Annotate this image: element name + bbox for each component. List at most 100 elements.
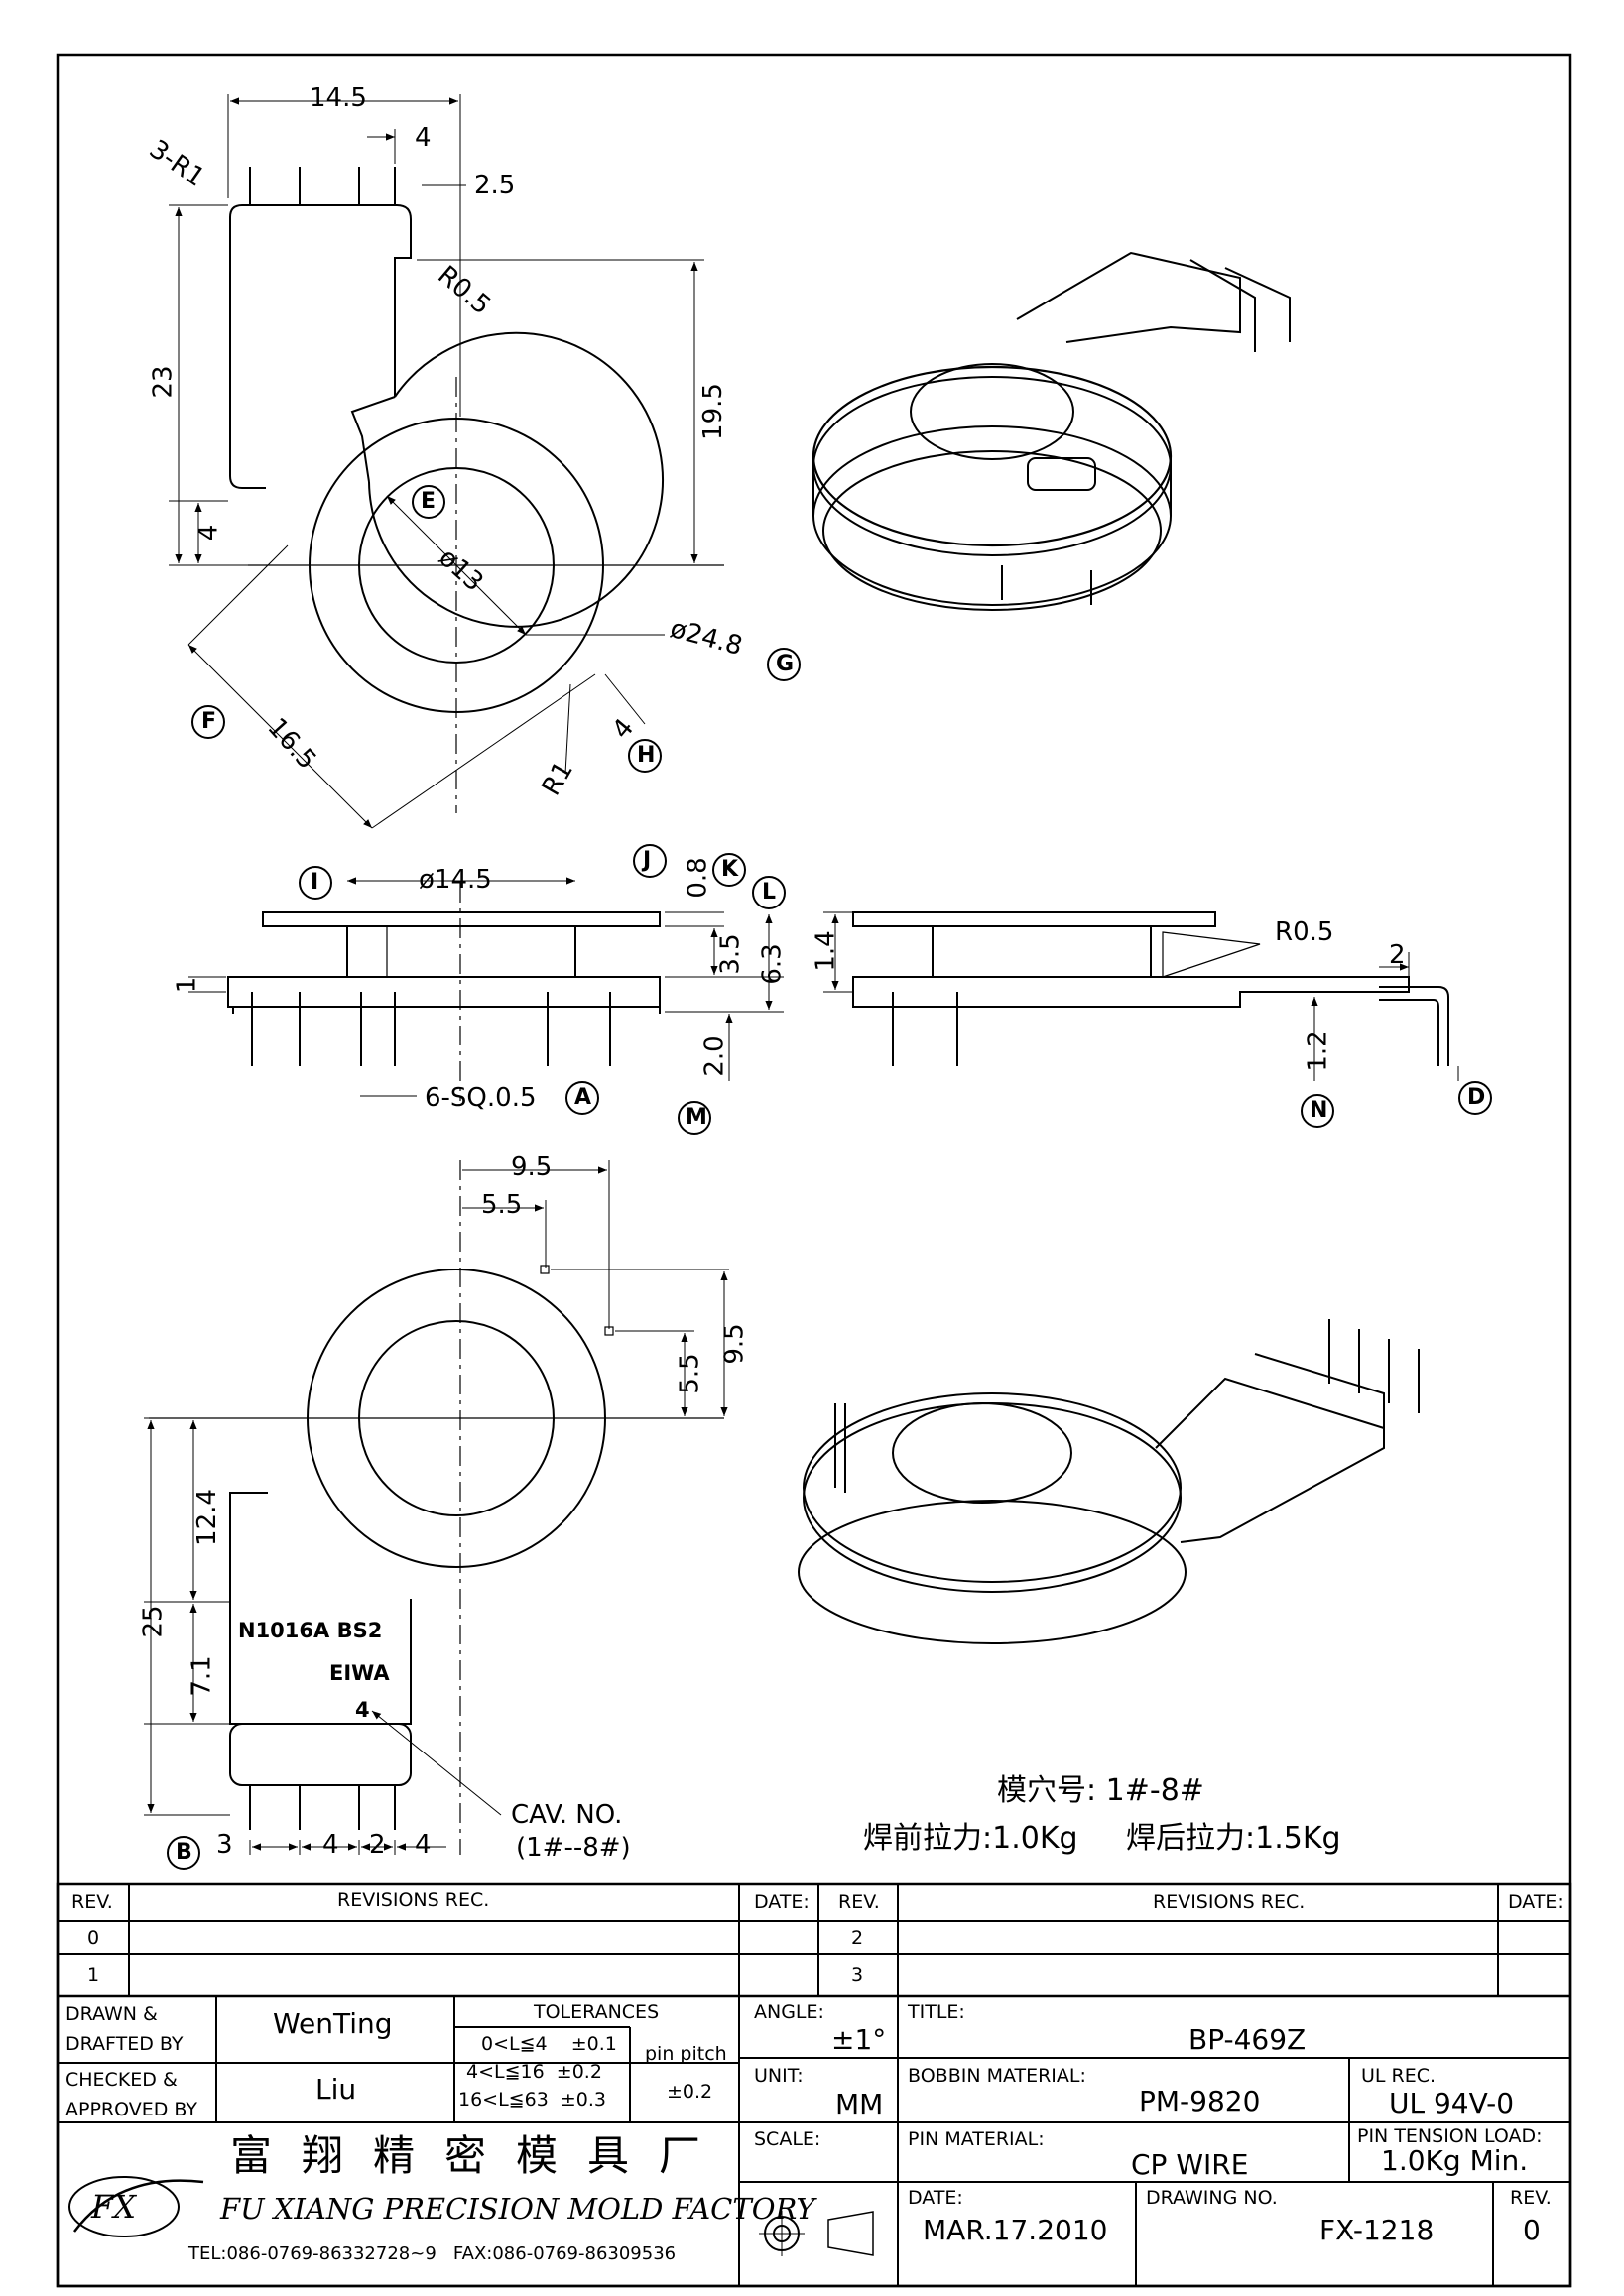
ul-value: UL 94V-0: [1389, 2087, 1515, 2119]
circle-label-n: N: [1310, 1098, 1328, 1123]
drawn-label: DRAWN & DRAFTED BY: [65, 2003, 184, 2055]
pin-pitch-label: pin pitch: [645, 2043, 727, 2065]
revisions-header-right: REVISIONS REC.: [1153, 1891, 1306, 1913]
rev-row-1: 1: [87, 1964, 100, 1986]
company-contact: TEL:086-0769-86332728~9 FAX:086-0769-863…: [188, 2243, 677, 2264]
dim-bottom-4b: 4: [415, 1830, 432, 1860]
tolerance-row-3: 16<L≦63 ±0.3: [458, 2089, 606, 2111]
dim-front-1: 1: [172, 976, 202, 994]
bobbin-value: PM-9820: [1139, 2085, 1261, 2117]
front-view: [188, 844, 786, 1135]
dim-front-2-0: 2.0: [699, 1035, 730, 1077]
marking-line-1: N1016A BS2: [238, 1619, 383, 1642]
dim-side-1-4: 1.4: [811, 930, 841, 972]
dim-front-0-8: 0.8: [683, 857, 713, 899]
iso-view-top: [812, 251, 1291, 611]
bobbin-label: BOBBIN MATERIAL:: [908, 2065, 1086, 2087]
dim-top-width: 14.5: [310, 83, 367, 113]
dim-top-2-5: 2.5: [474, 171, 516, 200]
drawn-by-value: WenTing: [273, 2007, 393, 2040]
dim-side-r0-5: R0.5: [1275, 917, 1334, 947]
dim-front-6-3: 6.3: [757, 943, 788, 985]
dim-top-4: 4: [415, 123, 432, 153]
unit-label: UNIT:: [754, 2065, 804, 2087]
checked-by-value: Liu: [315, 2073, 357, 2106]
ul-label: UL REC.: [1361, 2065, 1437, 2087]
circle-label-k: K: [721, 857, 739, 882]
note-pull-before: 焊前拉力:1.0Kg: [863, 1821, 1078, 1856]
company-name-cn: 富翔精密模具厂: [230, 2131, 731, 2180]
tolerance-row-1: 0<L≦4 ±0.1: [481, 2033, 617, 2055]
dim-bottom-25: 25: [138, 1605, 169, 1638]
dim-top-3-r1: 3-R1: [143, 134, 210, 193]
tolerance-row-2: 4<L≦16 ±0.2: [466, 2061, 602, 2083]
circle-label-i: I: [311, 870, 319, 895]
dim-top-dia24-8: ø24.8: [667, 613, 746, 663]
title-block: [56, 1882, 1572, 2288]
dim-front-6-sq: 6-SQ.0.5: [425, 1083, 537, 1113]
circle-label-f: F: [201, 709, 217, 734]
rev-header-mid: REV.: [838, 1891, 880, 1913]
tension-value: 1.0Kg Min.: [1381, 2144, 1529, 2177]
dim-bottom-12-4: 12.4: [191, 1489, 222, 1546]
circle-label-j: J: [643, 848, 652, 873]
date-header-right: DATE:: [1508, 1891, 1563, 1913]
dim-top-23: 23: [148, 365, 179, 399]
dim-bottom-5-5b: 5.5: [675, 1353, 705, 1394]
revisions-header-left: REVISIONS REC.: [337, 1889, 490, 1911]
angle-value: ±1°: [831, 2023, 887, 2056]
dim-top-4c: 4: [606, 713, 641, 745]
dim-bottom-9-5: 9.5: [511, 1152, 553, 1182]
dim-front-dia14-5: ø14.5: [419, 865, 492, 895]
pin-material-value: CP WIRE: [1131, 2148, 1249, 2181]
circle-label-h: H: [637, 743, 656, 768]
rev-value: 0: [1523, 2214, 1541, 2246]
fx-logo: [68, 2176, 204, 2237]
tension-label: PIN TENSION LOAD:: [1357, 2125, 1543, 2147]
dim-top-19-5: 19.5: [697, 383, 728, 440]
title-label: TITLE:: [908, 2001, 965, 2023]
circle-label-m: M: [686, 1105, 707, 1130]
note-pull-after: 焊后拉力:1.5Kg: [1126, 1821, 1341, 1856]
dim-top-r0-5: R0.5: [432, 260, 497, 321]
rev-row-2: 2: [851, 1927, 864, 1949]
side-view: [823, 911, 1492, 1128]
scale-label: SCALE:: [754, 2128, 821, 2150]
dim-bottom-5-5: 5.5: [481, 1190, 523, 1220]
circle-label-g: G: [776, 652, 795, 676]
dim-bottom-9-5b: 9.5: [719, 1323, 750, 1365]
circle-label-d: D: [1467, 1085, 1486, 1110]
pin-material-label: PIN MATERIAL:: [908, 2128, 1045, 2150]
date-label: DATE:: [908, 2187, 963, 2209]
circle-label-b: B: [176, 1840, 192, 1865]
angle-label: ANGLE:: [754, 2001, 824, 2023]
dim-bottom-7-1: 7.1: [187, 1655, 217, 1697]
dim-top-4b: 4: [193, 524, 224, 542]
date-value: MAR.17.2010: [923, 2214, 1108, 2246]
circle-label-a: A: [574, 1085, 592, 1110]
dim-bottom-4: 4: [322, 1830, 339, 1860]
unit-value: MM: [835, 2088, 884, 2120]
drawing-no-value: FX-1218: [1319, 2214, 1435, 2246]
circle-label-l: L: [762, 880, 777, 905]
bottom-view: [144, 1160, 729, 1870]
circle-label-e: E: [421, 489, 437, 514]
dim-top-r1: R1: [536, 756, 579, 801]
rev-row-3: 3: [851, 1964, 864, 1986]
cav-range: (1#--8#): [516, 1833, 631, 1863]
pin-pitch-value: ±0.2: [667, 2081, 713, 2103]
logo-letters: FX: [91, 2188, 136, 2226]
marking-line-3: 4: [355, 1698, 370, 1722]
checked-label: CHECKED & APPROVED BY: [65, 2069, 198, 2120]
rev-header-left: REV.: [71, 1891, 113, 1913]
date-header-left: DATE:: [754, 1891, 810, 1913]
tolerances-title: TOLERANCES: [534, 2001, 660, 2023]
cav-label: CAV. NO.: [511, 1800, 623, 1830]
dim-top-16-5: 16.5: [261, 712, 322, 776]
iso-view-bottom: [798, 1319, 1420, 1644]
dim-side-2: 2: [1389, 940, 1406, 970]
drawing-no-label: DRAWING NO.: [1146, 2187, 1278, 2209]
rev-row-0: 0: [87, 1927, 100, 1949]
